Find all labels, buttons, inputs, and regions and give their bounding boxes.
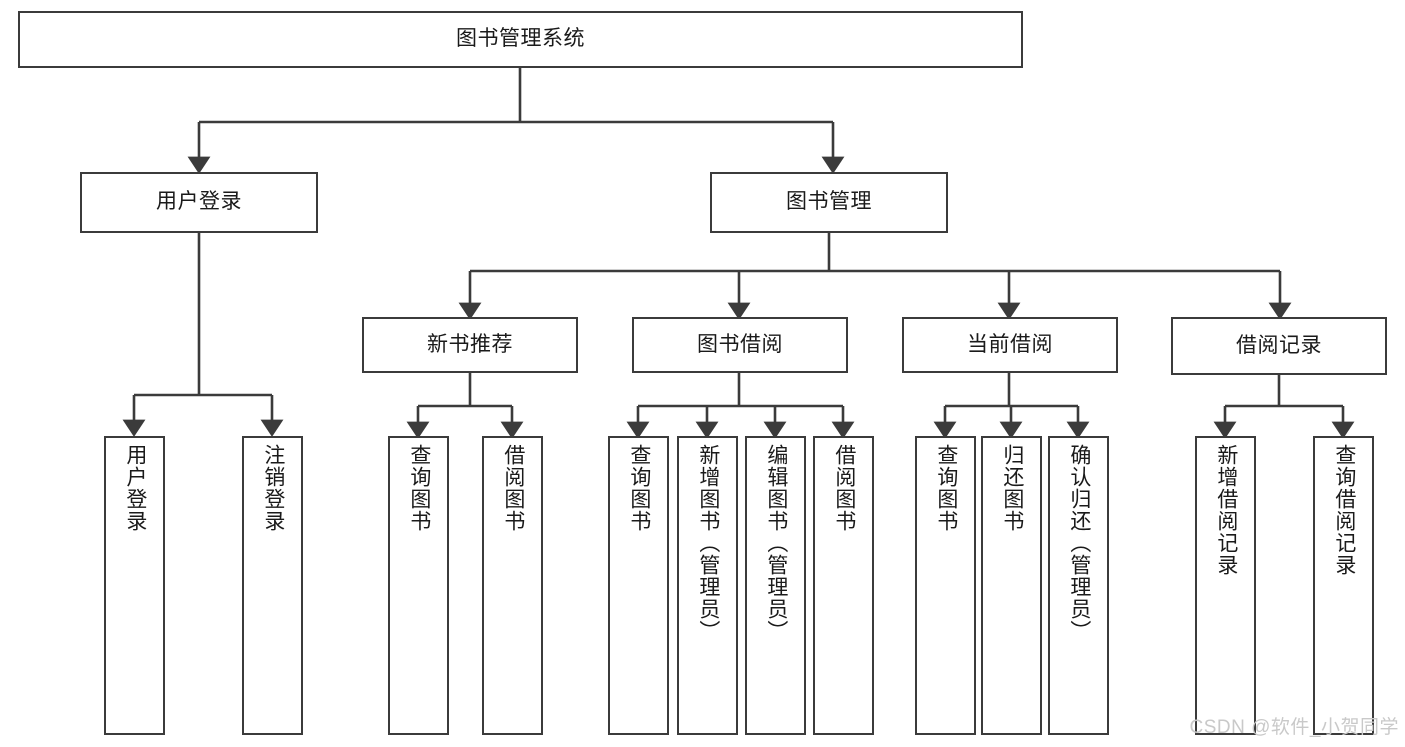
node-root-book-management-system[interactable]: 图书管理系统 [18,11,1023,68]
node-label: 注销登录 [261,444,285,532]
leaf-new-book-query[interactable]: 查询图书 [388,436,449,735]
node-borrow-record[interactable]: 借阅记录 [1171,317,1387,375]
node-label: 新书推荐 [427,332,513,356]
node-current-borrow[interactable]: 当前借阅 [902,317,1118,373]
leaf-user-login-logout[interactable]: 注销登录 [242,436,303,735]
node-label: 查询图书 [627,444,651,532]
leaf-book-borrow-edit-admin[interactable]: 编辑图书（管理员） [745,436,806,735]
node-label: 用户登录 [156,190,242,214]
node-label: 归还图书 [1000,444,1024,532]
leaf-current-borrow-query[interactable]: 查询图书 [915,436,976,735]
node-user-login[interactable]: 用户登录 [80,172,318,233]
node-label: 图书管理系统 [456,27,585,51]
leaf-book-borrow-lend[interactable]: 借阅图书 [813,436,874,735]
leaf-borrow-record-add[interactable]: 新增借阅记录 [1195,436,1256,735]
node-book-management[interactable]: 图书管理 [710,172,948,233]
leaf-new-book-borrow[interactable]: 借阅图书 [482,436,543,735]
node-label: 查询图书 [934,444,958,532]
leaf-current-borrow-confirm-return-admin[interactable]: 确认归还（管理员） [1048,436,1109,735]
node-label: 借阅图书 [832,444,856,532]
node-label: 借阅图书 [501,444,525,532]
leaf-user-login-signin[interactable]: 用户登录 [104,436,165,735]
node-label: 当前借阅 [967,332,1053,356]
node-label: 用户登录 [123,444,147,532]
node-new-book-recommend[interactable]: 新书推荐 [362,317,578,373]
watermark-text: CSDN @软件_小贺同学 [1189,717,1399,738]
leaf-current-borrow-return[interactable]: 归还图书 [981,436,1042,735]
leaf-borrow-record-query[interactable]: 查询借阅记录 [1313,436,1374,735]
node-label: 新增图书（管理员） [696,444,720,642]
node-label: 图书管理 [786,190,872,214]
leaf-book-borrow-add-admin[interactable]: 新增图书（管理员） [677,436,738,735]
node-book-borrow[interactable]: 图书借阅 [632,317,848,373]
node-label: 图书借阅 [697,332,783,356]
node-label: 借阅记录 [1236,333,1322,357]
node-label: 新增借阅记录 [1214,444,1238,576]
node-label: 查询借阅记录 [1332,444,1356,576]
leaf-book-borrow-query[interactable]: 查询图书 [608,436,669,735]
node-label: 查询图书 [407,444,431,532]
node-label: 编辑图书（管理员） [764,444,788,642]
node-label: 确认归还（管理员） [1067,444,1091,642]
